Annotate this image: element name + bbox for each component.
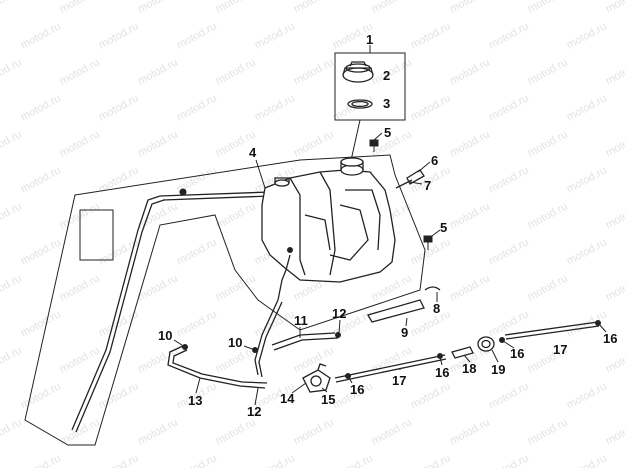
drain-hose <box>167 344 268 389</box>
inline-fuel-filter <box>451 346 474 359</box>
callout-12b: 12 <box>247 404 261 419</box>
callout-labels: 1 2 3 4 5 5 6 7 8 9 10 10 11 12 12 13 14… <box>158 32 617 419</box>
breather-pipe <box>271 332 341 351</box>
fuel-cap-group <box>334 45 406 166</box>
callout-15: 15 <box>321 392 335 407</box>
fuel-pump-connector <box>477 336 505 352</box>
callout-17a: 17 <box>392 373 406 388</box>
callout-16d: 16 <box>603 331 617 346</box>
leader-lines <box>173 132 607 406</box>
callout-4: 4 <box>249 145 257 160</box>
callout-12a: 12 <box>332 306 346 321</box>
bolt-side <box>423 235 433 250</box>
cap-gasket <box>347 99 373 109</box>
fuel-cap <box>342 61 374 83</box>
fuel-tank <box>261 157 396 301</box>
callout-1: 1 <box>366 32 373 47</box>
callout-14: 14 <box>280 391 295 406</box>
callout-6: 6 <box>431 153 438 168</box>
callout-8: 8 <box>433 301 440 316</box>
bolt-top <box>369 139 379 152</box>
rubber-strip <box>367 299 425 323</box>
callout-7: 7 <box>424 178 431 193</box>
callout-13: 13 <box>188 393 202 408</box>
callout-10b: 10 <box>228 335 242 350</box>
callout-11: 11 <box>294 313 308 328</box>
callout-10a: 10 <box>158 328 172 343</box>
tank-mount-rubber <box>395 169 425 189</box>
fuel-line-upper <box>504 320 601 340</box>
callout-16a: 16 <box>350 382 364 397</box>
fuel-valve <box>302 363 331 393</box>
hose-clip-small <box>424 286 441 291</box>
callout-18: 18 <box>462 361 476 376</box>
callout-3: 3 <box>383 96 390 111</box>
fuel-line-lower <box>334 353 447 383</box>
callout-2: 2 <box>383 68 390 83</box>
callout-5a: 5 <box>384 125 391 140</box>
callout-16c: 16 <box>510 346 524 361</box>
frame-panel <box>24 154 426 446</box>
callout-9: 9 <box>401 325 408 340</box>
callout-5b: 5 <box>440 220 447 235</box>
callout-19: 19 <box>491 362 505 377</box>
callout-16b: 16 <box>435 365 449 380</box>
callout-17b: 17 <box>553 342 567 357</box>
